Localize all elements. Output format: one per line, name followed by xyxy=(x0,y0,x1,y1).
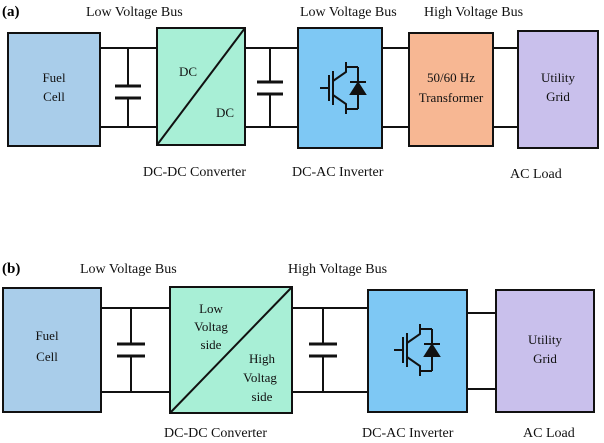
converter-bottom-line1: High xyxy=(249,351,276,366)
capacitor-icon xyxy=(309,342,337,358)
grid-label-line2: Grid xyxy=(533,351,557,366)
converter-top-line1: Low xyxy=(199,301,223,316)
panel-b-bus-right: High Voltage Bus xyxy=(288,262,387,277)
grid-label-line1: Utility xyxy=(541,70,575,85)
panel-a-wires xyxy=(100,47,518,128)
panel-b-tag: (b) xyxy=(2,261,20,277)
panel-a-caption-inverter: DC-AC Inverter xyxy=(292,165,384,180)
panel-a-bus-right: High Voltage Bus xyxy=(424,5,523,20)
panel-a-grid-block: Utility Grid xyxy=(517,30,599,149)
panel-a-dcdc-converter-block: DC DC xyxy=(156,27,246,146)
panel-a-transformer-block: 50/60 Hz Transformer xyxy=(408,32,494,147)
panel-b-bus-left: Low Voltage Bus xyxy=(80,262,177,277)
transformer-label-line2: Transformer xyxy=(419,90,484,105)
panel-b-dcdc-converter-block: Low Voltag side High Voltag side xyxy=(169,286,293,414)
panel-b-grid-block: Utility Grid xyxy=(495,289,595,413)
converter-bottom-label: DC xyxy=(216,105,234,120)
capacitor-icon xyxy=(117,342,145,358)
panel-a-bus-left: Low Voltage Bus xyxy=(86,5,183,20)
converter-top-label: DC xyxy=(179,64,197,79)
converter-top-line3: side xyxy=(201,337,222,352)
panel-b-caption-load: AC Load xyxy=(523,426,575,441)
panel-a-caption-load: AC Load xyxy=(510,167,562,182)
panel-a-bus-middle: Low Voltage Bus xyxy=(300,5,397,20)
capacitor-icon xyxy=(115,84,141,100)
panel-b-caption-converter: DC-DC Converter xyxy=(164,426,267,441)
panel-a-inverter-block xyxy=(297,27,383,149)
fuel-cell-label-line1: Fuel xyxy=(35,328,59,343)
panel-b-caption-inverter: DC-AC Inverter xyxy=(362,426,454,441)
fuel-cell-label-line1: Fuel xyxy=(42,70,66,85)
converter-bottom-line3: side xyxy=(252,389,273,404)
panel-b-inverter-block xyxy=(367,289,468,413)
converter-bottom-line2: Voltag xyxy=(243,370,277,385)
panel-a: (a) Low Voltage Bus Low Voltage Bus High… xyxy=(2,4,599,182)
fuel-cell-label-line2: Cell xyxy=(43,89,65,104)
igbt-switch-icon xyxy=(394,324,441,376)
igbt-switch-icon xyxy=(320,62,367,114)
capacitor-icon xyxy=(257,80,283,96)
fuel-cell-label-line2: Cell xyxy=(36,349,58,364)
panel-a-caption-converter: DC-DC Converter xyxy=(143,165,246,180)
panel-b-fuel-cell-block: Fuel Cell xyxy=(2,287,102,413)
transformer-label-line1: 50/60 Hz xyxy=(427,70,475,85)
panel-a-fuel-cell-block: Fuel Cell xyxy=(7,32,101,147)
converter-top-line2: Voltag xyxy=(194,319,228,334)
grid-label-line2: Grid xyxy=(546,89,570,104)
panel-a-tag: (a) xyxy=(2,4,20,20)
panel-b-wires xyxy=(101,307,496,393)
panel-b: (b) Low Voltage Bus High Voltage Bus Fu xyxy=(2,261,595,441)
grid-label-line1: Utility xyxy=(528,332,562,347)
